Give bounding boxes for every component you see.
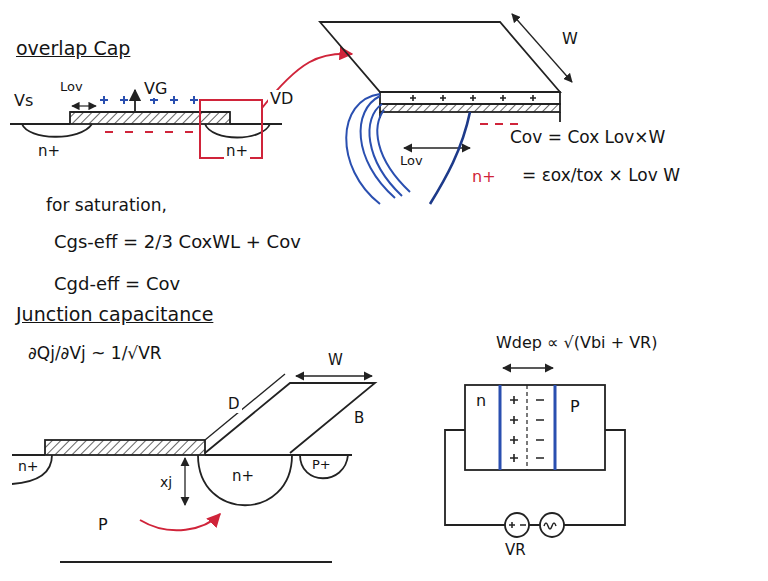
depletion-edge [500,385,555,470]
region-name: n [474,392,488,410]
junction-section [300,455,348,478]
region-name: P+ [310,458,333,473]
equation: ∂Qj/∂Vj ~ 1/√VR [26,344,164,364]
pn-diode [509,522,526,528]
dimension: W [326,352,345,369]
depletion-charge [510,396,544,462]
plate-charge [410,95,536,101]
overlap-charge [480,123,518,125]
junction-arrow [140,514,220,530]
overlap-charge [480,123,518,125]
mosfet-section [134,90,136,112]
region-name: P [96,516,110,534]
note: for saturation, [44,196,169,216]
fringe-field [430,112,470,204]
junction-section [60,561,332,563]
mosfet-section [205,124,270,138]
depletion-charge [510,396,518,462]
junction-section [296,375,372,376]
dimension: Lov [58,80,85,95]
junction-section [12,455,52,484]
pn-diode [445,430,625,525]
overlap-zoom [380,92,560,104]
dimension: xj [158,474,174,490]
junction-arrow [140,514,220,530]
mosfet-section [72,105,96,106]
pn-diode [526,385,527,470]
fringe-field [377,110,410,192]
equation: = εox/tox × Lov W [520,166,682,186]
junction-section [205,383,375,453]
mosfet-section [22,124,92,137]
pn-diode [465,385,605,470]
channel-charge [105,131,193,133]
dimension: Lov [398,154,425,169]
dimension: W [560,30,580,48]
channel-charge [105,131,193,133]
junction-section [45,440,205,455]
section-heading: Junction capacitance [14,304,215,326]
pn-diode [445,368,625,537]
region-name: P [568,398,582,416]
region-name: n+ [224,143,250,160]
depletion-edge [500,385,555,470]
fringe-field [369,104,402,196]
terminal-name: VD [268,90,295,108]
zoom-box [200,54,352,158]
terminal-name: D [226,396,242,413]
region-name: n+ [230,468,256,485]
region-name: n+ [16,458,41,474]
fringe-field [346,94,380,204]
pn-diode [540,513,564,537]
equation: Cgs-eff = 2/3 CoxWL + Cov [52,232,303,253]
pn-diode [503,367,553,368]
depletion-charge [536,400,544,458]
junction-section [12,374,375,562]
mosfet-section [70,111,230,113]
fringe-field [346,94,470,204]
terminal-name: B [352,410,366,427]
region-name: n+ [470,168,498,186]
junction-section [205,374,285,440]
mosfet-section [70,112,230,124]
junction-section [184,458,185,505]
pn-diode [544,523,556,529]
source-name: VR [503,542,528,559]
terminal-name: Vs [12,92,35,110]
equation: Cov = Cox Lov×W [508,128,667,148]
equation: Cgd-eff = Cov [52,274,182,295]
terminal-name: VG [142,80,169,98]
overlap-zoom [320,22,560,92]
pn-diode [505,513,529,537]
junction-section [198,455,292,505]
region-name: n+ [36,143,62,160]
overlap-zoom [380,104,560,112]
zoom-box [262,54,352,108]
section-heading: overlap Cap [14,38,132,60]
plate-charge [410,95,536,101]
equation: Wdep ∝ √(Vbi + VR) [494,334,659,352]
